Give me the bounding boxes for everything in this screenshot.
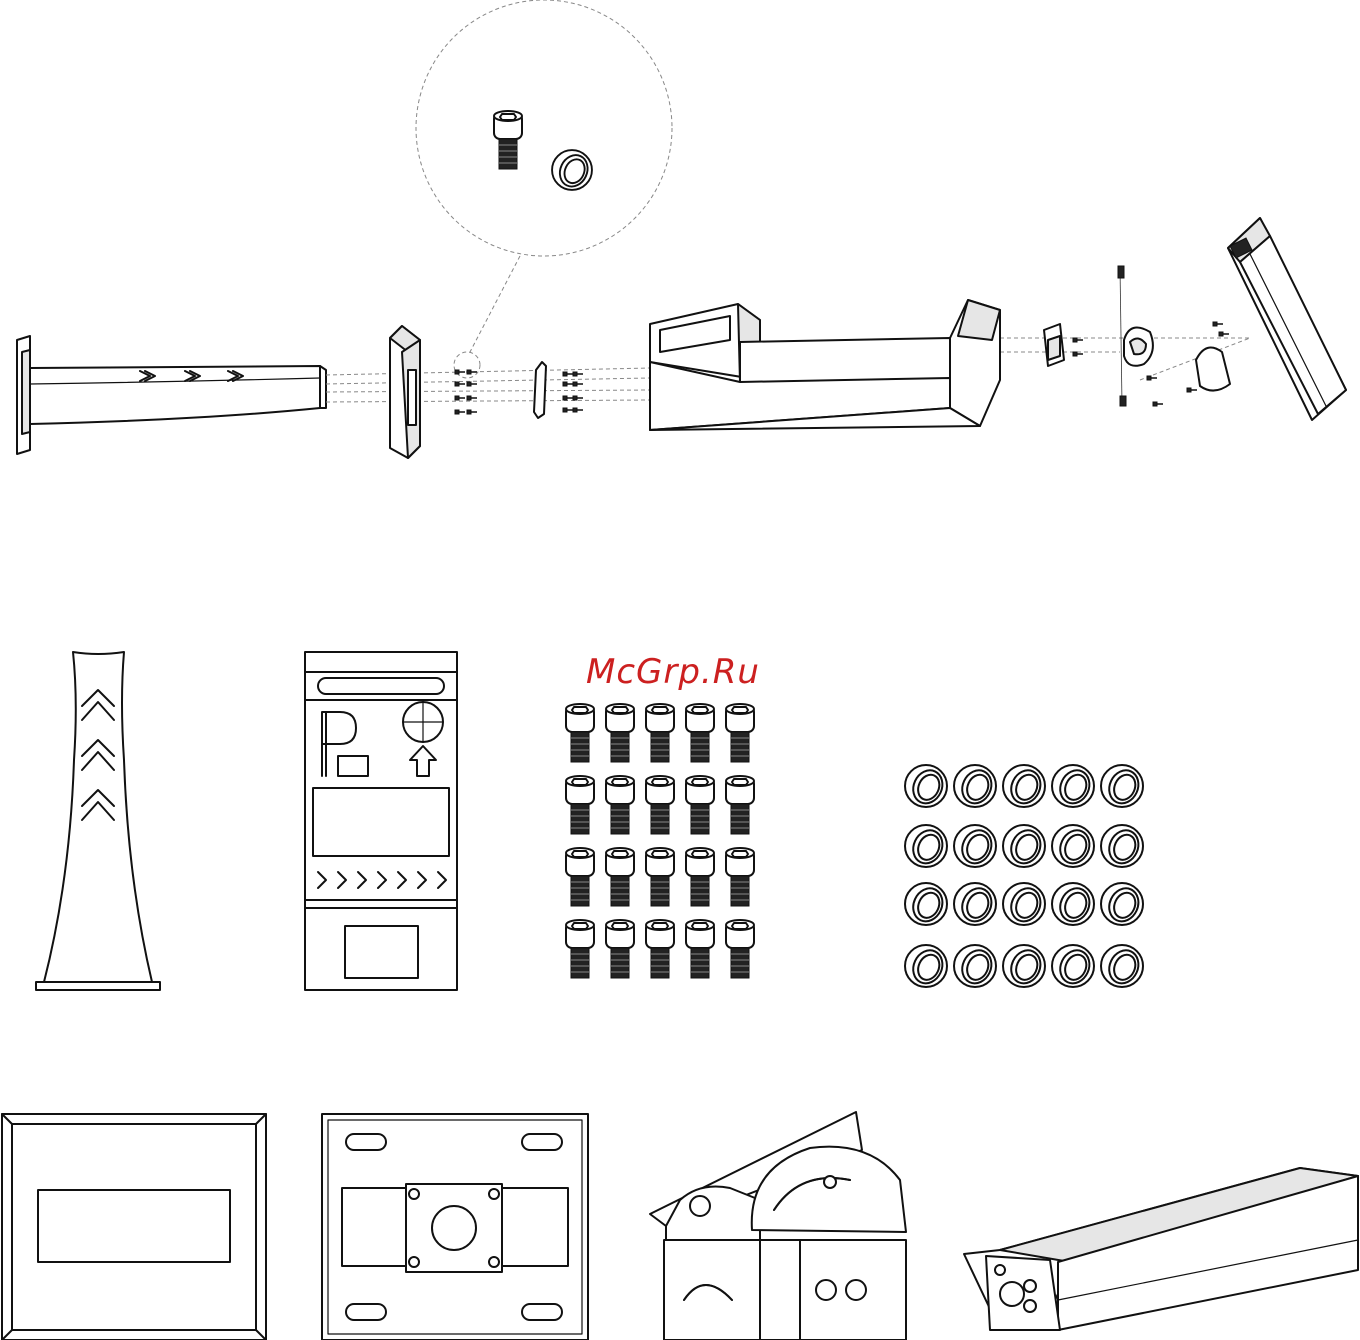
bolt xyxy=(686,704,714,762)
washer xyxy=(1052,945,1095,988)
camera-housing-exploded xyxy=(1228,218,1346,420)
bolt xyxy=(686,920,714,978)
washer xyxy=(1003,765,1046,808)
watermark-text: McGrp.Ru xyxy=(586,650,796,694)
detail-bolt xyxy=(494,111,522,169)
bolt xyxy=(566,776,594,834)
washer xyxy=(905,825,948,868)
bolt xyxy=(566,920,594,978)
washer xyxy=(1052,883,1095,926)
bolt xyxy=(646,920,674,978)
washer xyxy=(1003,883,1046,926)
column-base xyxy=(17,336,326,454)
washer xyxy=(954,765,997,808)
bolt xyxy=(726,704,754,762)
washer xyxy=(954,825,997,868)
washer xyxy=(954,883,997,926)
clamp-bracket xyxy=(1044,324,1083,366)
bolt-grid xyxy=(566,704,754,978)
detail-washer xyxy=(552,150,593,191)
bolt-set xyxy=(455,370,583,414)
detail-callout xyxy=(416,0,672,256)
bolt xyxy=(606,920,634,978)
bolt xyxy=(646,848,674,906)
bolt xyxy=(726,848,754,906)
bolt xyxy=(686,776,714,834)
flange-plate xyxy=(390,326,420,458)
bolt xyxy=(566,704,594,762)
washer xyxy=(1101,765,1144,808)
washer xyxy=(905,883,948,926)
camera-housing xyxy=(964,1168,1358,1330)
mounting-plate xyxy=(322,1114,588,1340)
bolt xyxy=(726,776,754,834)
washer xyxy=(1052,765,1095,808)
washer-grid xyxy=(905,765,1144,988)
exploded-view xyxy=(17,0,1346,458)
bolt xyxy=(646,704,674,762)
guidance-display-panel xyxy=(305,652,457,990)
washer xyxy=(1101,945,1144,988)
bolt xyxy=(566,848,594,906)
bolt xyxy=(606,704,634,762)
washer xyxy=(1101,883,1144,926)
display-frame xyxy=(2,1114,266,1340)
washer xyxy=(954,945,997,988)
washer xyxy=(905,945,948,988)
washer xyxy=(1003,825,1046,868)
tapered-column xyxy=(36,652,160,990)
bolt xyxy=(606,776,634,834)
bolt xyxy=(686,848,714,906)
pan-tilt-joint xyxy=(1118,266,1153,406)
bolt xyxy=(646,776,674,834)
display-housing xyxy=(650,300,1000,430)
tilt-bracket xyxy=(1147,322,1230,406)
bolt xyxy=(606,848,634,906)
washer xyxy=(1003,945,1046,988)
washer xyxy=(1052,825,1095,868)
bolt xyxy=(726,920,754,978)
mounting-bracket xyxy=(534,362,546,418)
washer xyxy=(905,765,948,808)
camera-bracket xyxy=(650,1112,906,1340)
washer xyxy=(1101,825,1144,868)
